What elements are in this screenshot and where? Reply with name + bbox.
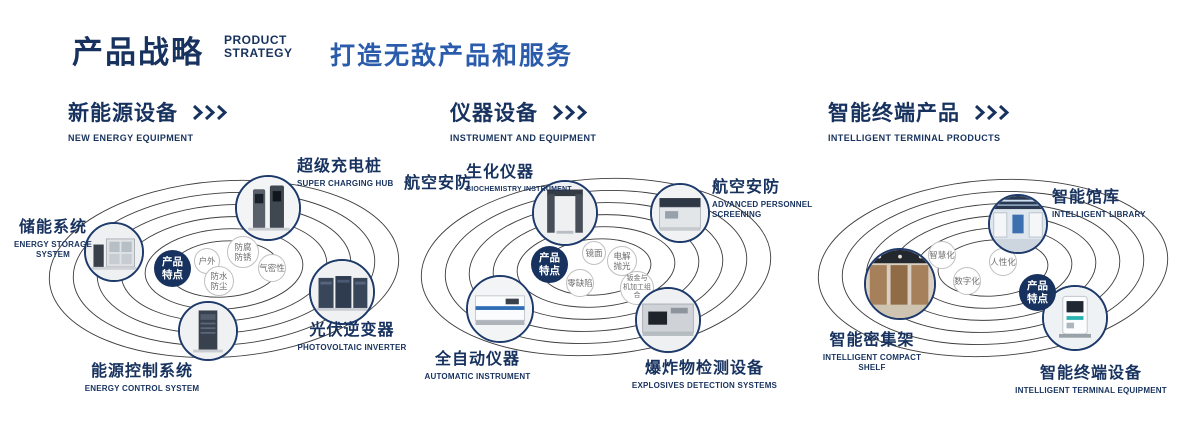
badge-product-features: 产品 特点 [1019,274,1056,311]
item-label-aviation-security: 航空安防 [404,169,484,193]
item-title: 全自动仪器 [434,351,520,368]
item-label-explosives-detection: 爆炸物检测设备 EXPLOSIVES DETECTION SYSTEMS [622,354,787,391]
item-label-automatic-instrument: 全自动仪器 AUTOMATIC INSTRUMENT [420,345,535,382]
item-label-energy-control: 能源控制系统 ENERGY CONTROL SYSTEM [72,357,212,394]
pv-inverter-image [311,261,373,323]
item-subtitle: EXPLOSIVES DETECTION SYSTEMS [631,381,778,390]
section-header-terminal: 智能终端产品 INTELLIGENT TERMINAL PRODUCTS [828,97,1014,143]
section-subtitle-energy: NEW ENERGY EQUIPMENT [68,133,194,143]
item-title: 光伏逆变器 [309,322,395,339]
item-circle-pv-inverter [309,259,375,325]
item-title: 生化仪器 [466,164,535,181]
item-subtitle: ADVANCED PERSONNEL SCREENING [712,200,813,220]
charging-hub-image [237,177,299,239]
feature-bubble: 镜面 [582,241,606,265]
item-subtitle: SUPER CHARGING HUB [297,179,394,188]
section-header-instrument: 仪器设备 INSTRUMENT AND EQUIPMENT [450,97,596,143]
item-subtitle: BIOCHEMISTRY INSTRUMENT [466,186,572,193]
item-circle-charging-hub [235,175,301,241]
energy-control-image [180,303,236,359]
item-title: 爆炸物检测设备 [644,360,764,377]
explosives-detection-image [637,289,699,351]
section-title-energy: 新能源设备 [68,102,178,125]
item-label-terminal-kiosk: 智能终端设备 INTELLIGENT TERMINAL EQUIPMENT [1010,359,1172,396]
personnel-screening-image [652,185,708,241]
feature-bubble: 数字化 [953,267,981,295]
badge-product-features: 产品 特点 [154,250,191,287]
feature-bubble: 零缺陷 [566,269,594,297]
item-circle-compact-shelf [864,248,936,320]
item-label-compact-shelf: 智能密集架 INTELLIGENT COMPACT SHELF [812,326,932,374]
item-title: 航空安防 [404,175,473,192]
security-gate-image [534,182,596,244]
item-subtitle: PHOTOVOLTAIC INVERTER [297,343,407,352]
item-subtitle: INTELLIGENT TERMINAL EQUIPMENT [1015,386,1167,395]
item-subtitle: INTELLIGENT COMPACT SHELF [822,353,922,373]
compact-shelf-image [866,250,934,318]
feature-bubble: 智慧化 [928,241,956,269]
section-subtitle-instrument: INSTRUMENT AND EQUIPMENT [450,133,597,143]
item-circle-energy-storage [84,222,144,282]
item-circle-energy-control [178,301,238,361]
item-subtitle: AUTOMATIC INSTRUMENT [424,372,531,381]
item-circle-explosives-detection [635,287,701,353]
page-title: 产品战略 [72,35,204,70]
item-subtitle: INTELLIGENT LIBRARY [1052,210,1146,219]
item-title: 储能系统 [18,219,87,236]
section-title-terminal: 智能终端产品 [828,102,960,125]
item-subtitle: ENERGY CONTROL SYSTEM [84,384,200,393]
triple-chevron-icon [974,104,1010,120]
triple-chevron-icon [552,104,588,120]
automatic-instrument-image [468,277,532,341]
item-title: 能源控制系统 [90,363,193,380]
energy-storage-image [86,224,142,280]
section-subtitle-terminal: INTELLIGENT TERMINAL PRODUCTS [828,133,1001,143]
feature-bubble: 气密性 [258,254,286,282]
item-label-personnel-screening: 航空安防 ADVANCED PERSONNEL SCREENING [712,173,837,221]
item-label-charging-hub: 超级充电桩 SUPER CHARGING HUB [297,152,397,189]
item-label-intelligent-library: 智能馆库 INTELLIGENT LIBRARY [1052,183,1167,220]
item-title: 智能馆库 [1052,189,1121,206]
item-circle-intelligent-library [988,194,1048,254]
feature-bubble: 防水 防尘 [204,266,234,296]
item-title: 智能密集架 [829,332,915,349]
page-title-en: PRODUCT STRATEGY [224,33,293,61]
item-title: 航空安防 [712,179,781,196]
feature-bubble: 防腐 防锈 [227,236,259,268]
item-title: 超级充电桩 [297,158,383,175]
item-circle-personnel-screening [650,183,710,243]
item-circle-automatic-instrument [466,275,534,343]
section-header-energy: 新能源设备 NEW ENERGY EQUIPMENT [68,97,232,143]
intelligent-library-image [990,196,1046,252]
item-label-biochemistry: 生化仪器 BIOCHEMISTRY INSTRUMENT [466,158,581,194]
item-subtitle: ENERGY STORAGE SYSTEM [13,240,93,260]
item-title: 智能终端设备 [1039,365,1142,382]
page-slogan: 打造无敌产品和服务 [330,42,574,70]
item-label-energy-storage: 储能系统 ENERGY STORAGE SYSTEM [8,213,98,261]
item-circle-security-gate [532,180,598,246]
item-label-pv-inverter: 光伏逆变器 PHOTOVOLTAIC INVERTER [293,316,411,353]
badge-product-features: 产品 特点 [531,246,568,283]
triple-chevron-icon [192,104,228,120]
section-title-instrument: 仪器设备 [450,102,538,125]
